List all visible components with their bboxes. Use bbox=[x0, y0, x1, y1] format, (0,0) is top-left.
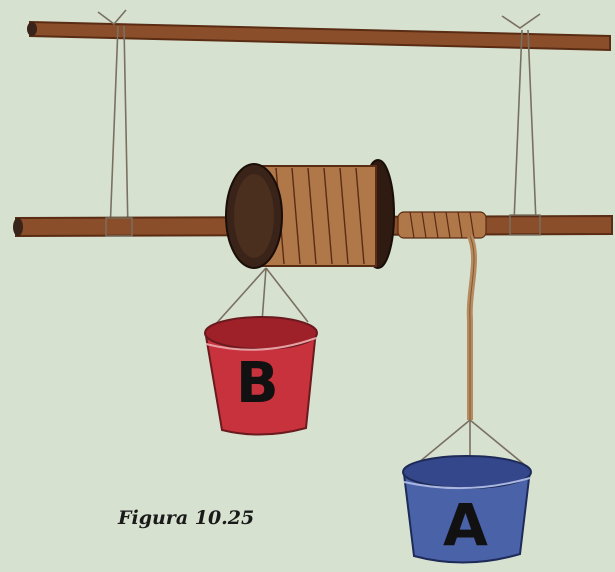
bucket-a bbox=[402, 455, 532, 564]
support-strings bbox=[97, 9, 541, 233]
bucket-a-label: A bbox=[443, 491, 488, 559]
bucket-b-label: B bbox=[236, 351, 279, 416]
bucket-b bbox=[204, 316, 318, 436]
bucket-a-rope bbox=[411, 234, 527, 470]
spool bbox=[225, 159, 395, 269]
top-beam bbox=[27, 20, 611, 52]
bucket-b-ropes bbox=[213, 267, 309, 327]
figure-caption: Figura 10.25 bbox=[118, 507, 255, 529]
axle-rope-winding bbox=[397, 211, 487, 239]
